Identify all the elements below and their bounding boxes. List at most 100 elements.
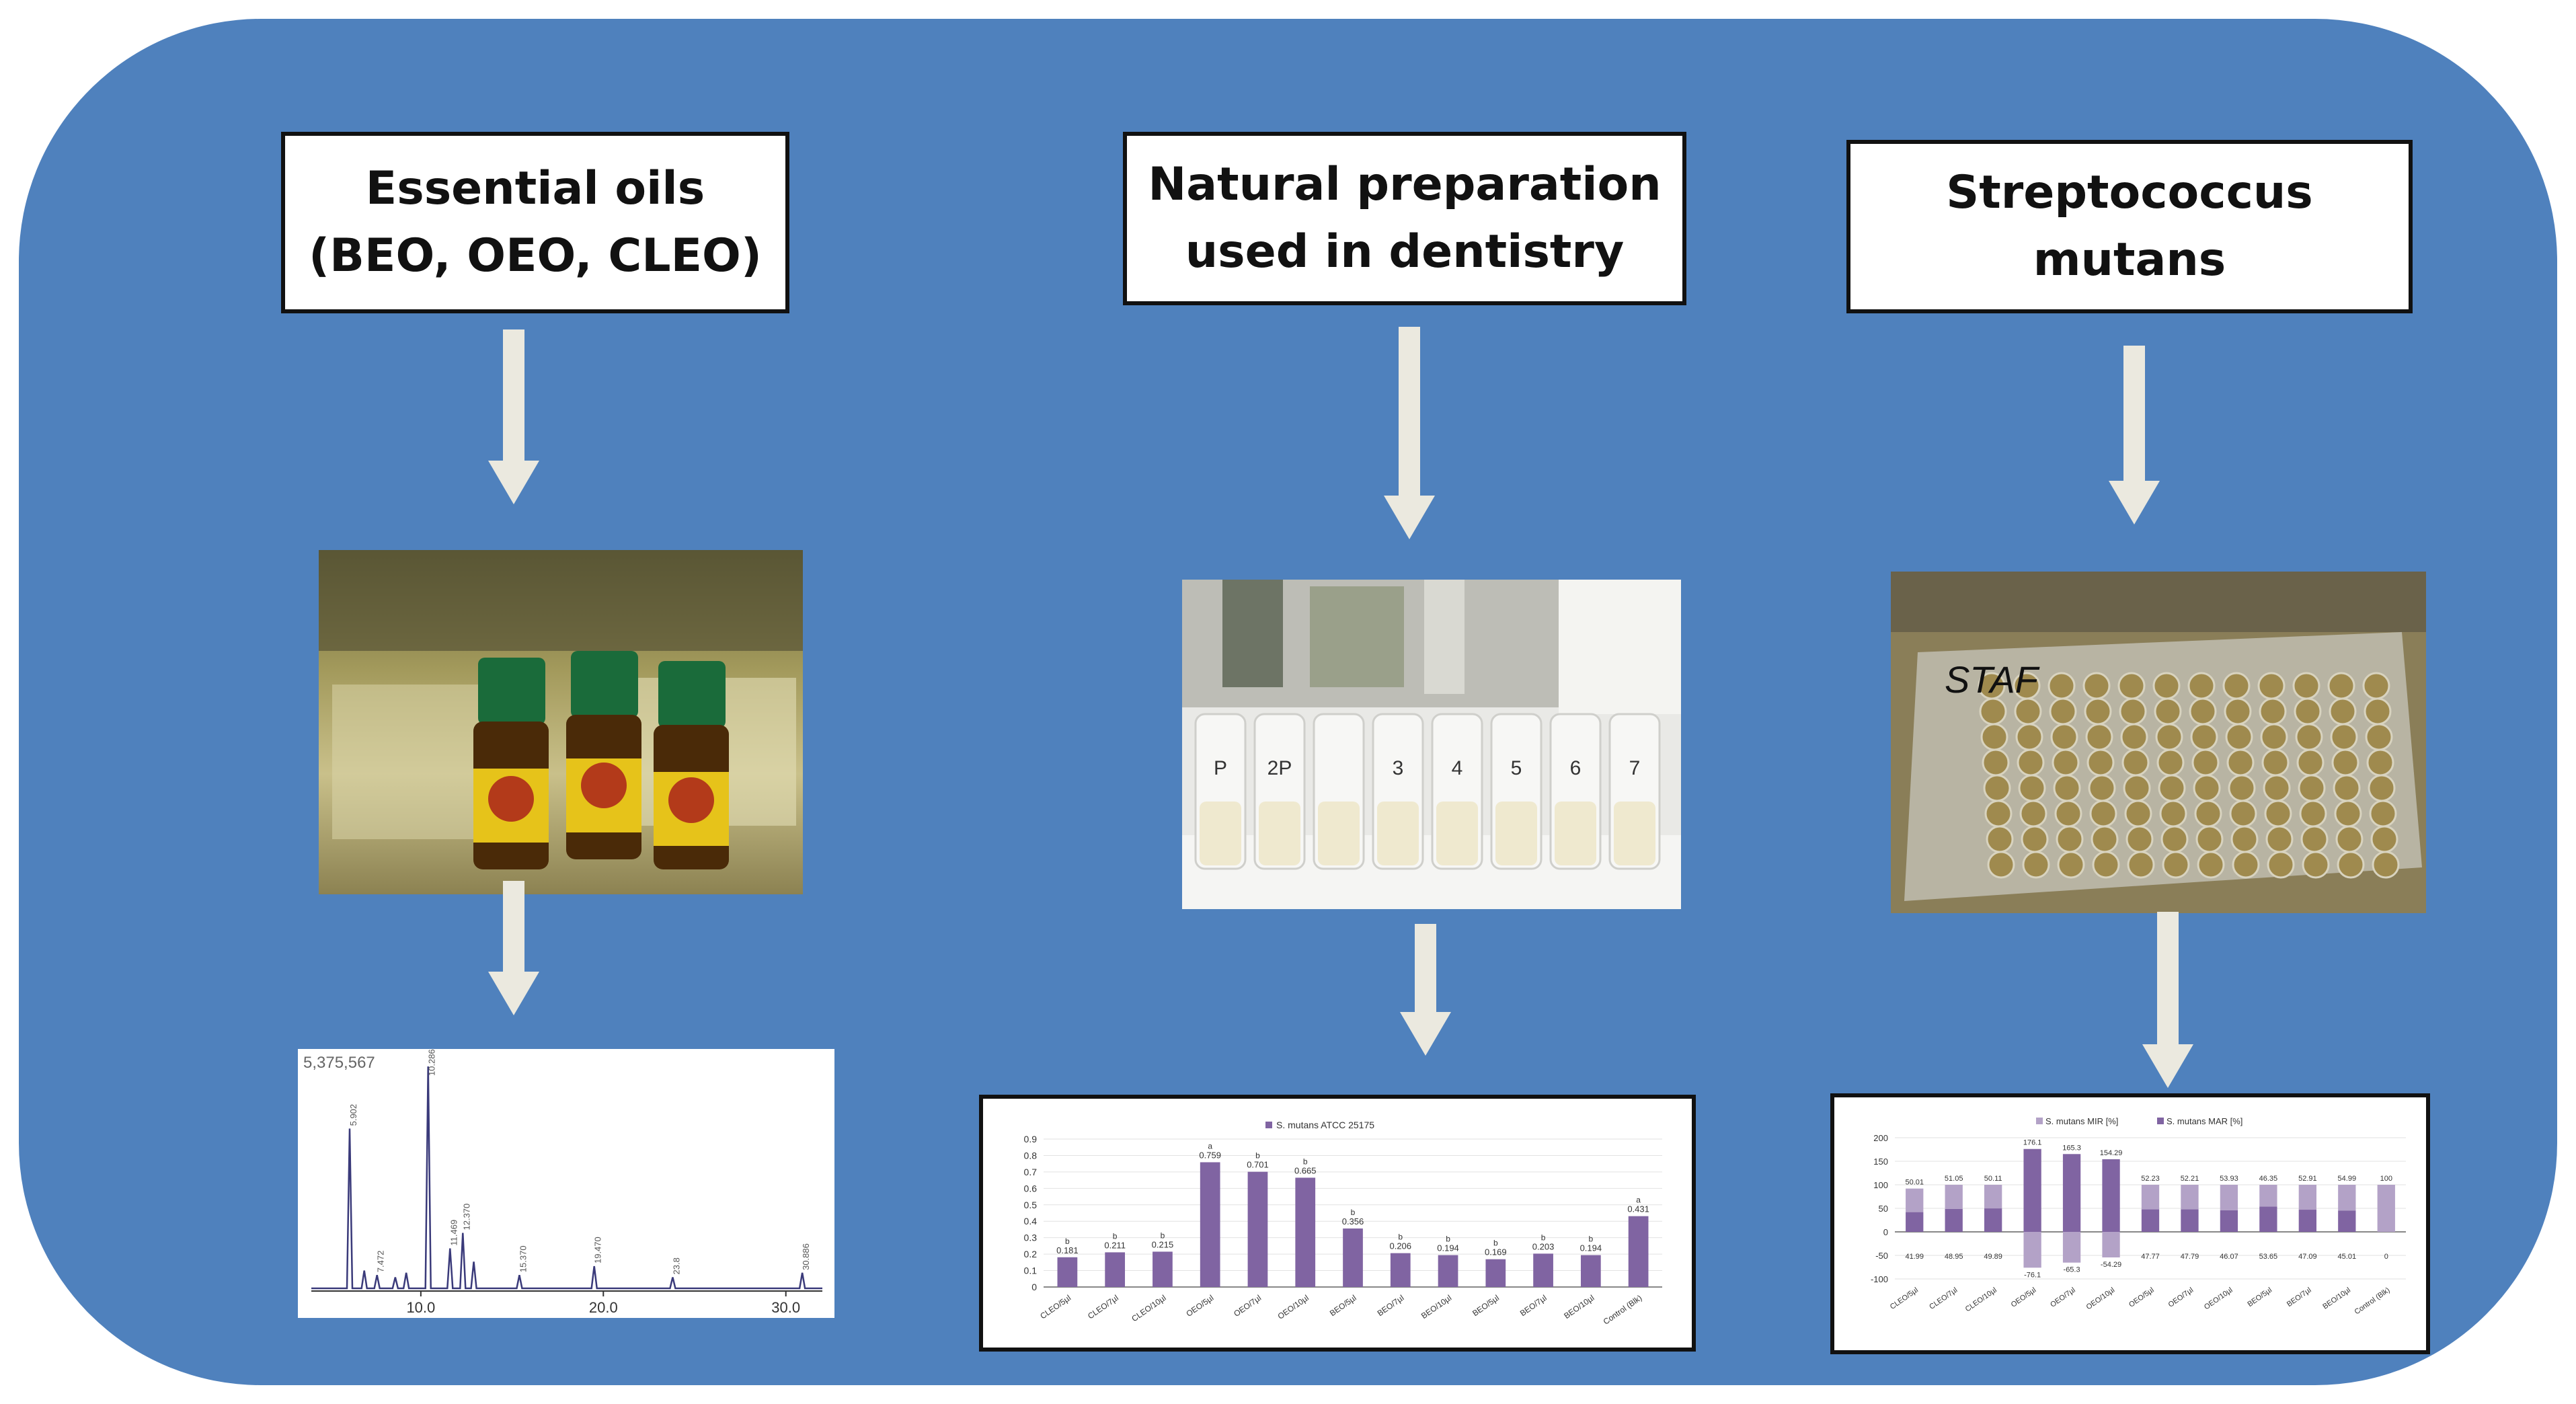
bar-value-label-top: 52.91 [2298, 1175, 2317, 1183]
y-tick-label: 0.5 [1024, 1200, 1038, 1210]
sample-tube: 2P [1253, 713, 1306, 870]
well [2366, 748, 2394, 777]
well [2047, 672, 2076, 700]
tube-label: 7 [1629, 757, 1641, 779]
bar-value-label-top: 154.29 [2100, 1149, 2123, 1157]
well [2292, 672, 2320, 700]
x-tick-label: CLEO/5µl [1889, 1286, 1920, 1311]
essential-oil-bottles-photo [319, 550, 803, 894]
bar-value-label: 0.169 [1485, 1247, 1507, 1257]
bar-value-label: 0.431 [1627, 1204, 1649, 1214]
bar-value-label-bottom: 49.89 [1984, 1253, 2002, 1261]
well [1979, 697, 2007, 726]
bar-mir [2220, 1185, 2238, 1210]
well [2127, 851, 2155, 879]
bar-mar [1945, 1208, 1963, 1232]
well [2189, 697, 2217, 726]
well [2330, 723, 2358, 751]
bar-value-label-bottom: 47.77 [2141, 1253, 2160, 1261]
sample-tube: 5 [1490, 713, 1543, 870]
well [2124, 800, 2152, 828]
streptococcus-title-line1: Streptococcus [1946, 166, 2313, 219]
well [2085, 723, 2113, 751]
well [2334, 800, 2362, 828]
well [2053, 774, 2081, 802]
well [2333, 774, 2361, 802]
well [2187, 672, 2216, 700]
x-tick-label: BEO/5µl [1471, 1293, 1501, 1318]
y-tick-label: 0 [1883, 1227, 1888, 1237]
bar-mar [1906, 1212, 1924, 1232]
x-tick-label: Control (Blk) [2353, 1286, 2392, 1317]
arrow-down-icon [1384, 327, 1435, 539]
bar-value-label: 0.211 [1104, 1240, 1126, 1250]
peak-label: 11.469 [448, 1220, 459, 1246]
bar-letter: b [1351, 1208, 1356, 1217]
well [2057, 851, 2085, 879]
well [2194, 800, 2222, 828]
x-tick-label: CLEO/7µl [1928, 1286, 1959, 1311]
peak-label: 15.370 [518, 1245, 528, 1272]
well [2017, 748, 2045, 777]
x-tick-label: BEO/5µl [1328, 1293, 1358, 1318]
well [2159, 800, 2187, 828]
bar-letter: b [1255, 1151, 1260, 1161]
well [2327, 672, 2355, 700]
tube-cream [1614, 802, 1655, 865]
bar-mir [2259, 1185, 2277, 1207]
bar-letter: a [1636, 1196, 1641, 1205]
bar-mar [2220, 1210, 2238, 1232]
bar-mir [2102, 1159, 2120, 1232]
well [2092, 851, 2120, 879]
well [2019, 800, 2047, 828]
well [2193, 774, 2221, 802]
sample-tube: 7 [1608, 713, 1661, 870]
chromatogram-corner-label: 5,375,567 [303, 1054, 375, 1072]
well [2162, 851, 2190, 879]
well [2195, 825, 2224, 853]
arrow-down-icon [1400, 924, 1451, 1056]
well [2300, 825, 2329, 853]
well [2160, 825, 2189, 853]
well [2123, 774, 2151, 802]
bar-value-label: 0.203 [1532, 1241, 1555, 1251]
y-tick-label: 0 [1031, 1282, 1037, 1292]
essential-oils-box: Essential oils (BEO, OEO, CLEO) [281, 132, 789, 313]
tube-cream [1377, 802, 1419, 865]
peak-label: 10.286 [427, 1049, 437, 1076]
streptococcus-box: Streptococcus mutans [1846, 140, 2413, 313]
well [1982, 748, 2010, 777]
bar [1200, 1162, 1220, 1287]
y-tick-label: 0.3 [1024, 1233, 1038, 1243]
tube-cream [1318, 802, 1360, 865]
bar-mar [2062, 1232, 2081, 1263]
bar [1105, 1252, 1126, 1287]
bar [1295, 1177, 1316, 1287]
peak-label: 23.8 [671, 1257, 681, 1274]
arrow-down-icon [2109, 346, 2160, 524]
well [1983, 774, 2011, 802]
legend-swatch [2157, 1118, 2164, 1124]
bar [1153, 1251, 1173, 1287]
legend-label: S. mutans MAR [%] [2167, 1116, 2242, 1126]
well [2364, 697, 2392, 726]
bar-value-label-bottom: -54.29 [2101, 1261, 2121, 1269]
sample-tube: P [1194, 713, 1247, 870]
well [2082, 672, 2111, 700]
well [2052, 748, 2080, 777]
bar-value-label-top: 100 [2380, 1175, 2392, 1183]
bar [1485, 1259, 1506, 1287]
y-tick-label: 50 [1879, 1204, 1888, 1214]
well [2260, 723, 2288, 751]
bar-value-label: 0.181 [1056, 1245, 1079, 1255]
well [2191, 748, 2220, 777]
peak-label: 19.470 [593, 1237, 603, 1263]
bar-mir [2377, 1185, 2395, 1232]
bar-value-label: 0.701 [1247, 1160, 1269, 1170]
bar-mir [2298, 1185, 2316, 1210]
x-tick-label: OEO/10µl [1276, 1293, 1311, 1321]
well [2190, 723, 2218, 751]
x-tick-label: BEO/7µl [1518, 1293, 1549, 1318]
well [2370, 825, 2398, 853]
